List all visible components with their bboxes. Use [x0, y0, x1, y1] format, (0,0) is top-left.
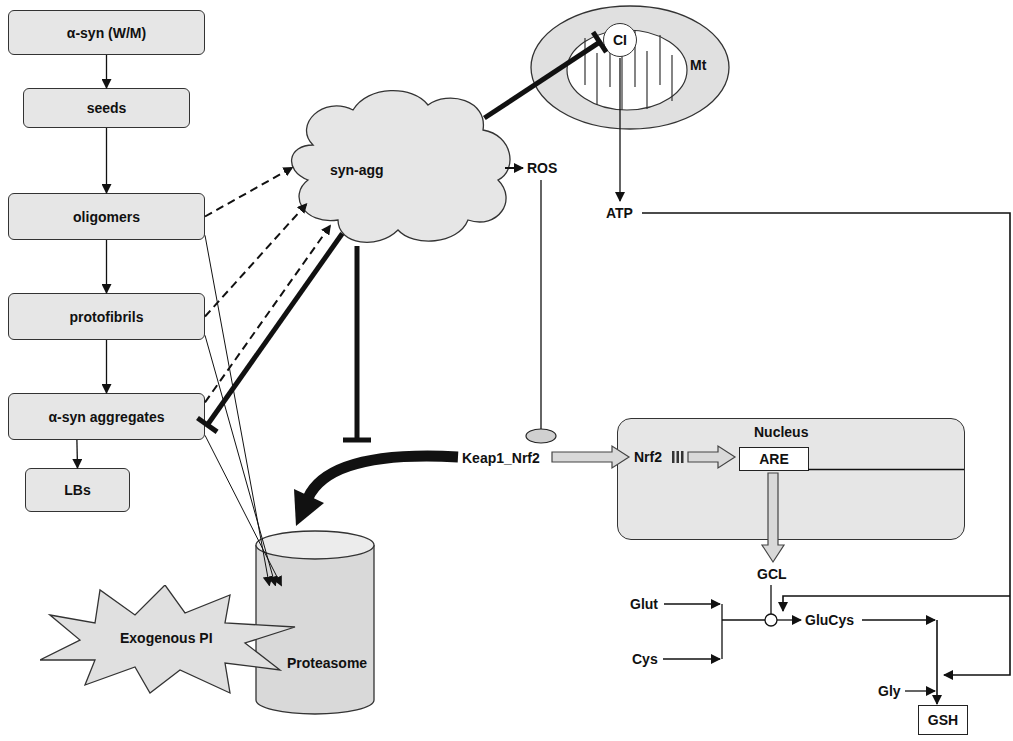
complex-circle: CI [603, 23, 637, 57]
nrf2-mark [681, 451, 684, 463]
connector-line [205, 335, 275, 585]
atp-line [642, 213, 1010, 675]
process-box: α-syn aggregates [8, 393, 205, 440]
degradation-arrowhead [294, 489, 324, 526]
glucys-out-arrow [862, 619, 935, 620]
nrf2-mark [677, 451, 680, 463]
translocation-arrow [688, 446, 735, 468]
cylinder-top [256, 531, 374, 559]
node-title: Exogenous PI [120, 630, 213, 646]
nrf2-mark [672, 451, 675, 463]
dna-line [808, 469, 964, 471]
product-box: GSH [918, 705, 968, 735]
element-box: ARE [739, 447, 809, 471]
node-title: oligomers [73, 209, 140, 225]
connector-line [207, 234, 342, 426]
node-title: Nucleus [754, 424, 808, 440]
connector-line [205, 168, 293, 217]
gsh-arrow [936, 620, 938, 704]
metabolite-label: ATP [606, 205, 633, 221]
node-title: LBs [64, 482, 90, 498]
process-box: LBs [25, 468, 130, 512]
arrow-edge [76, 440, 78, 468]
inhibit-bar [197, 418, 217, 432]
process-box: oligomers [8, 193, 205, 240]
node-title: Proteasome [287, 655, 367, 671]
connector-line [205, 204, 307, 317]
ros-arrow [505, 167, 523, 169]
merge-line [721, 604, 722, 659]
inhibit-ellipse [526, 429, 556, 443]
atp-arrow [619, 58, 620, 201]
node-title: α-syn (W/M) [67, 25, 146, 41]
arrow-edge [205, 335, 275, 585]
mitochondrion: Mt CI [530, 5, 730, 130]
connector-line [205, 235, 269, 585]
merge-line [722, 619, 765, 620]
inhibition-edge [484, 32, 606, 118]
node-title: α-syn aggregates [49, 409, 165, 425]
arrow-edge [205, 235, 269, 585]
node-title: GSH [928, 712, 958, 728]
node-title: syn-agg [330, 162, 384, 178]
inhibition-edge [197, 234, 342, 432]
gly-arrow [905, 690, 935, 691]
connector-line [484, 42, 599, 118]
glucys-arrow [777, 619, 801, 620]
connector-line [76, 440, 78, 468]
node-title: Mt [690, 57, 706, 73]
dashed-arrow [205, 225, 330, 402]
complex-label: Keap1_Nrf2 [462, 450, 540, 466]
cloud-shape [292, 91, 510, 243]
translocation-arrow [552, 446, 629, 468]
dashed-arrow [205, 168, 293, 217]
inhibitor-burst: Exogenous PI [40, 585, 300, 695]
factor-label: Nrf2 [634, 449, 662, 465]
dashed-arrow [205, 204, 307, 317]
connector-line [106, 55, 107, 88]
process-box: α-syn (W/M) [8, 10, 205, 55]
arrow-edge [106, 128, 107, 193]
degradation-arrow [308, 456, 458, 498]
connector-line [205, 435, 281, 585]
node-title: seeds [87, 100, 127, 116]
arrow-edge [205, 435, 281, 585]
metabolite-label: GluCys [805, 612, 854, 628]
ros-inhibit-line [540, 180, 541, 429]
node-title: ARE [759, 451, 789, 467]
node-title: CI [613, 32, 627, 48]
process-box: protofibrils [8, 293, 205, 340]
gcl-line [770, 585, 771, 614]
cylinder-body [256, 545, 374, 714]
process-box: seeds [23, 88, 190, 128]
arrow-edge [106, 240, 107, 293]
connector-line [106, 340, 107, 393]
inhibit-bar [343, 438, 371, 443]
inhibit-line [355, 246, 360, 440]
glut-arrow [664, 603, 720, 604]
metabolite-label: Gly [878, 683, 901, 699]
inhibit-bar [593, 32, 606, 52]
node-title: protofibrils [70, 309, 144, 325]
expression-arrow [762, 473, 784, 562]
arrow-edge [106, 55, 107, 88]
cys-arrow [663, 658, 720, 659]
mito-membrane [531, 6, 729, 129]
cylinder-outline [255, 530, 375, 715]
arrow-edge [106, 340, 107, 393]
cloud-outline [283, 85, 520, 250]
metabolite-label: Glut [630, 596, 658, 612]
metabolite-label: Cys [632, 651, 658, 667]
enzyme-junction [765, 614, 777, 626]
nucleus-box: NucleusARE [617, 418, 965, 540]
connector-line [106, 128, 107, 193]
signal-label: ROS [527, 160, 557, 176]
connector-line [205, 225, 330, 402]
connector-line [106, 240, 107, 293]
enzyme-label: GCL [757, 566, 787, 582]
aggregate-cloud: syn-agg [283, 85, 520, 250]
proteasome-cylinder: Proteasome [255, 530, 375, 715]
atp-branch [783, 596, 1010, 611]
